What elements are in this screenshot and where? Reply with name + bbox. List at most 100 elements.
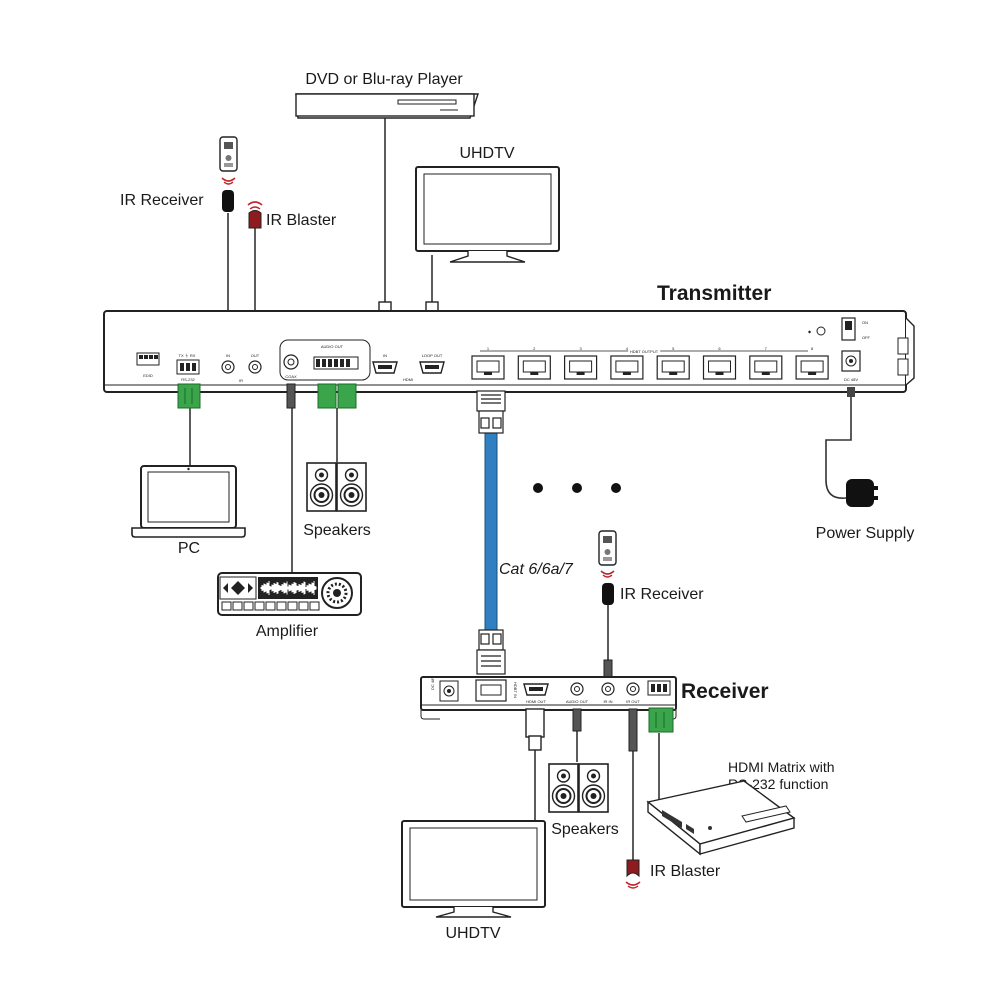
power-supply-label: Power Supply <box>816 525 915 542</box>
speakers-rx: Speakers <box>548 763 619 838</box>
port-number: 6 <box>718 346 721 351</box>
hdmi-ports: IN LOOP OUT HDMI <box>372 353 445 382</box>
receiver: Receiver DC 48V HDBT IN HDMI OUT AUDIO O… <box>420 676 769 733</box>
ir-blaster-rx: IR Blaster <box>625 859 721 889</box>
loop-out-label: LOOP OUT <box>422 353 443 358</box>
ir-receiver-eye-icon <box>602 583 614 605</box>
receiver-label: Receiver <box>681 680 769 703</box>
green-terminal-block <box>648 707 674 733</box>
speakers-tx: Speakers <box>303 462 371 539</box>
hdbt-output-port: 7 <box>749 346 783 380</box>
dip-switch: EDID <box>136 352 160 378</box>
hdmi-label: HDMI <box>403 377 413 382</box>
ir-receiver-tx: IR Receiver <box>120 136 238 212</box>
ir-signal-icon <box>625 881 641 886</box>
power-cord <box>825 392 852 499</box>
hdbt-output-port: 2 <box>517 346 551 380</box>
port-number: 8 <box>811 346 814 351</box>
amplifier-button <box>276 601 287 611</box>
green-terminal-block <box>337 383 357 409</box>
uhdtv-bottom: UHDTV <box>401 820 546 942</box>
audio-plug-rx <box>572 708 582 732</box>
coax-label: COAX <box>285 374 297 379</box>
remote-icon <box>219 136 238 172</box>
pc-label: PC <box>178 540 200 557</box>
hdbt-in-label: HDBT IN <box>513 682 518 698</box>
ir-receiver-rx-label: IR Receiver <box>620 586 704 603</box>
port-number: 3 <box>579 346 582 351</box>
port-number: 4 <box>626 346 629 351</box>
hdbt-output-label: HDBT OUTPUT <box>630 349 659 354</box>
hdmi-in-label: IN <box>383 353 387 358</box>
port-number: 1 <box>487 346 490 351</box>
speakers-tx-label: Speakers <box>303 522 371 539</box>
rs232-label: RS-232 <box>181 377 195 382</box>
power-supply: Power Supply <box>816 387 915 542</box>
amplifier-button <box>287 601 298 611</box>
port-number: 7 <box>765 346 768 351</box>
audio-out-rx-label: AUDIO OUT <box>566 699 589 704</box>
hdbt-output-port: 5 <box>656 346 690 380</box>
ir-signal-icon <box>247 201 263 206</box>
amplifier-button <box>232 601 243 611</box>
audio-section: COAX AUDIO OUT <box>279 339 371 409</box>
ir-ports: IN OUT IR <box>221 353 262 383</box>
dvd-player-label: DVD or Blu-ray Player <box>305 71 463 88</box>
port-number: 5 <box>672 346 675 351</box>
hdbt-output-port: 8 <box>795 346 829 380</box>
ir-blaster-tx: IR Blaster <box>247 201 337 229</box>
off-label: OFF <box>862 335 871 340</box>
svg-text:TX ⏚ RX: TX ⏚ RX <box>179 352 196 358</box>
uhdtv-bottom-label: UHDTV <box>445 925 500 942</box>
rj45-plug-top <box>476 390 506 434</box>
audio-out-label: AUDIO OUT <box>321 344 344 349</box>
ir-receiver-tx-label: IR Receiver <box>120 192 204 209</box>
uhdtv-top-label: UHDTV <box>459 145 514 162</box>
rs232-port: TX ⏚ RX RS-232 <box>176 352 201 409</box>
svg-text:EDID: EDID <box>143 373 153 378</box>
hdbt-output-ports: HDBT OUTPUT 1 2 3 4 5 6 7 8 <box>471 346 829 380</box>
ir-blaster-tx-label: IR Blaster <box>266 212 337 229</box>
power-switch: ◆ ON OFF DC 48V <box>808 317 871 382</box>
ir-out-label: OUT <box>251 353 260 358</box>
rx-dc-label: DC 48V <box>430 676 435 690</box>
port-number: 2 <box>533 346 536 351</box>
svg-text:◆: ◆ <box>808 329 812 334</box>
amplifier-button <box>298 601 309 611</box>
dc-label: DC 48V <box>844 377 858 382</box>
rj45-plug-bottom <box>476 629 506 675</box>
speaker-cabinet <box>336 462 367 512</box>
hdbt-output-port: 4 <box>610 346 644 380</box>
speaker-cabinet <box>548 763 579 813</box>
ir-in-rx-label: IR IN <box>603 699 612 704</box>
ir-blaster-eye-icon <box>248 210 262 229</box>
ir-out-rx-label: IR OUT <box>626 699 640 704</box>
ir-in-label: IN <box>226 353 230 358</box>
amplifier-button <box>221 601 232 611</box>
amplifier-button <box>254 601 265 611</box>
hdbt-output-port: 3 <box>563 346 598 380</box>
amplifier-button <box>243 601 254 611</box>
transmitter-label: Transmitter <box>657 282 771 305</box>
hdbt-output-port: 1 <box>471 346 505 380</box>
ir-receiver-eye-icon <box>222 190 234 212</box>
speakers-rx-label: Speakers <box>551 821 619 838</box>
cat-cable <box>484 431 498 633</box>
amplifier-label: Amplifier <box>256 623 319 640</box>
hdmi-out-label: HDMI OUT <box>526 699 546 704</box>
speaker-cabinet <box>578 763 609 813</box>
on-label: ON <box>862 320 868 325</box>
amplifier-button <box>309 601 320 611</box>
ir-blaster-rx-label: IR Blaster <box>650 863 721 880</box>
hdmi-matrix-label-1: HDMI Matrix with <box>728 759 835 775</box>
hdbt-output-port: 6 <box>702 346 737 380</box>
uhdtv-top: UHDTV <box>415 145 560 263</box>
remote-icon <box>598 530 617 566</box>
ir-signal-icon <box>600 570 615 575</box>
transmitter: Transmitter EDID TX ⏚ RX RS-232 IN OUT <box>103 282 915 409</box>
ir-blaster-eye-icon <box>626 859 640 878</box>
more-receivers-dots <box>533 483 621 493</box>
ir-signal-icon <box>221 177 236 182</box>
ir-receiver-rx: IR Receiver <box>598 530 704 679</box>
